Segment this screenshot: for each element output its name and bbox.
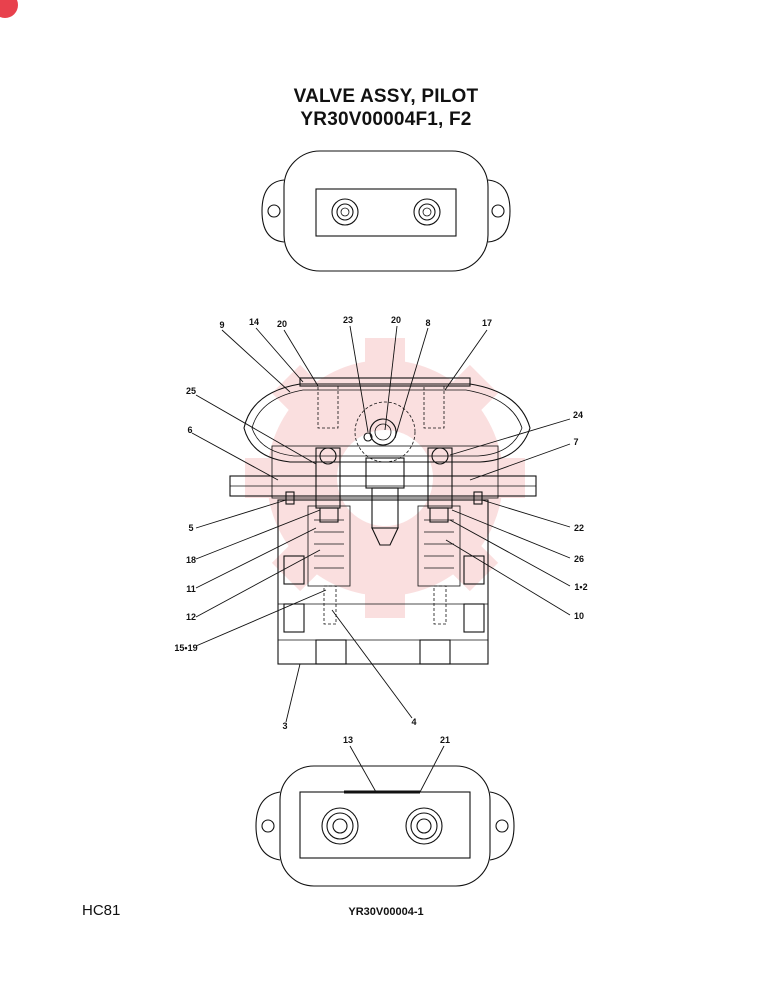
right-spool [433,585,447,625]
bottom-view-plate [299,791,471,859]
bottom-view [255,765,515,887]
diagram-title: VALVE ASSY, PILOT [293,86,479,107]
callout-20-right: 20 [391,315,401,325]
bottom-view-right-ear [489,791,515,861]
bottom-view-left-ear [255,791,281,861]
bottom-view-right-mount-hole [495,819,509,833]
callout-9: 9 [219,320,224,330]
page-code: HC81 [82,902,121,919]
diagram-part-number: YR30V00004F1, F2 [300,109,472,130]
top-view-right-mount-hole [491,204,505,218]
corner-badge [0,0,18,18]
callout-20-left: 20 [277,319,287,329]
left-bolt [317,385,339,429]
valve-body [277,499,489,665]
left-spool [323,585,337,625]
callout-12: 12 [186,612,196,622]
callout-15-19: 15•19 [174,643,197,653]
callout-18: 18 [186,555,196,565]
callout-26: 26 [574,554,584,564]
callout-21: 21 [440,735,450,745]
watermark-gear [245,338,525,618]
bottom-view-right-port [405,807,443,845]
callout-6: 6 [187,425,192,435]
callout-25: 25 [186,386,196,396]
cam-pin [369,418,397,446]
callout-24: 24 [573,410,583,420]
top-view-left-ear [261,179,285,243]
right-upper-port [463,555,485,585]
top-view-left-mount-hole [267,204,281,218]
upper-housing [271,445,499,499]
cover-plate [299,377,471,387]
leader-lines [191,325,571,793]
left-upper-port [283,555,305,585]
left-o-ring [285,491,295,505]
right-bolt [423,385,445,429]
callout-7: 7 [573,437,578,447]
callout-8: 8 [425,318,430,328]
top-view [261,150,511,272]
callout-13: 13 [343,735,353,745]
callout-5: 5 [188,523,193,533]
callout-17: 17 [482,318,492,328]
top-view-plate [315,188,457,237]
callout-23: 23 [343,315,353,325]
right-bottom-port [419,639,451,665]
callout-1-2: 1•2 [574,582,587,592]
callout-10: 10 [574,611,584,621]
left-lower-port [283,603,305,633]
top-view-left-port [331,198,359,226]
drawing-number: YR30V00004-1 [348,906,424,918]
callout-4: 4 [411,717,416,727]
cam-cover [243,383,531,463]
callout-3: 3 [282,721,287,731]
section-view [229,377,537,665]
right-lower-port [463,603,485,633]
callout-labels: 9 14 20 23 20 8 17 25 24 6 7 5 22 18 26 … [174,315,587,745]
right-o-ring [473,491,483,505]
top-view-right-port [413,198,441,226]
callout-22: 22 [574,523,584,533]
top-view-right-ear [487,179,511,243]
top-view-body [283,150,489,272]
cam-circle [354,401,416,463]
callout-14: 14 [249,317,259,327]
bottom-view-left-port [321,807,359,845]
callout-11: 11 [186,584,196,594]
left-bottom-port [315,639,347,665]
bottom-view-left-mount-hole [261,819,275,833]
bottom-view-body [279,765,491,887]
